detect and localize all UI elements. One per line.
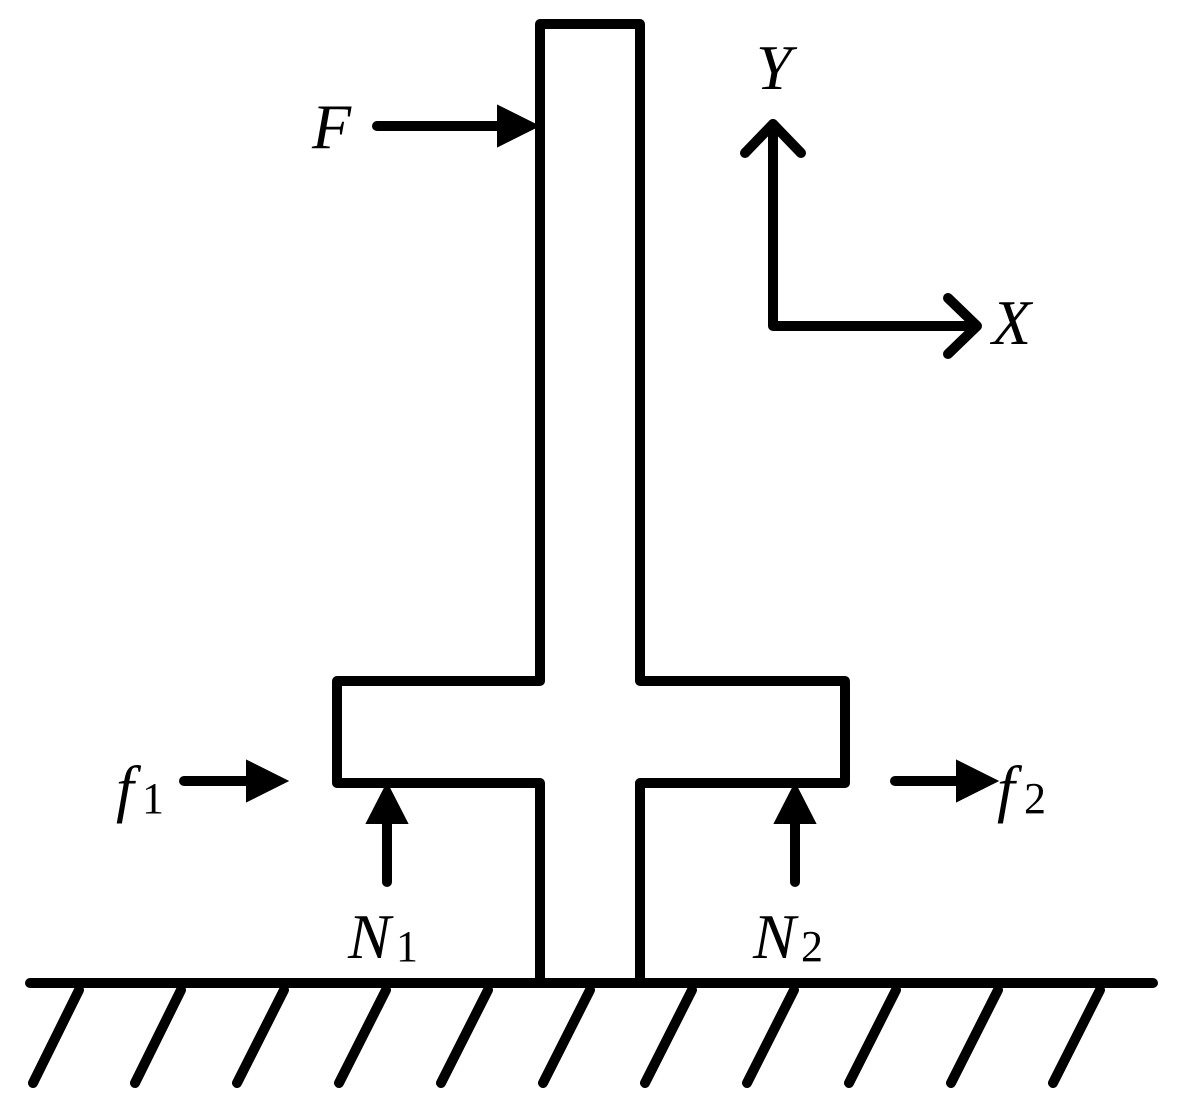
normal-N2-subscript: 2 [801,922,823,971]
friction-f1-arrow: f 1 [116,753,290,824]
hatch-line [1048,985,1105,1088]
hatch-line [640,985,697,1088]
y-axis-label: Y [756,32,798,103]
friction-f2-arrowhead [956,759,1000,803]
friction-f2-subscript: 2 [1024,774,1046,823]
x-axis-label: X [989,287,1034,358]
hatch-line [334,985,391,1088]
force-F-label: F [311,91,352,162]
hatch-line [946,985,1003,1088]
friction-f1-arrowhead [246,759,290,803]
friction-f2-label: f [997,753,1023,824]
cross-shaped-body [332,19,850,988]
axes-lines [768,119,980,331]
hatch-line [436,985,493,1088]
normal-N1-label: N [347,901,394,972]
x-axis-arrowhead [943,293,982,359]
force-F-arrowhead [497,104,541,148]
y-axis-arrowhead [740,119,806,158]
friction-f1-subscript: 1 [142,774,164,823]
ground-hatching [28,985,1105,1088]
normal-N2-label: N [752,901,799,972]
normal-N1-subscript: 1 [396,922,418,971]
friction-f1-label: f [116,753,142,824]
hatch-line [742,985,799,1088]
hatch-line [538,985,595,1088]
normal-N2-arrowhead [773,781,817,824]
hatch-line [232,985,289,1088]
coordinate-axes: Y X [740,32,1034,359]
normal-force-N2-arrow: N 2 [752,781,823,972]
friction-f2-arrow: f 2 [890,753,1046,824]
hatch-line [844,985,901,1088]
applied-force-F-arrow: F [311,91,541,162]
hatch-line [28,985,84,1088]
normal-N1-arrowhead [365,781,409,824]
ground [25,978,1158,1088]
hatch-line [130,985,186,1088]
normal-force-N1-arrow: N 1 [347,781,418,972]
